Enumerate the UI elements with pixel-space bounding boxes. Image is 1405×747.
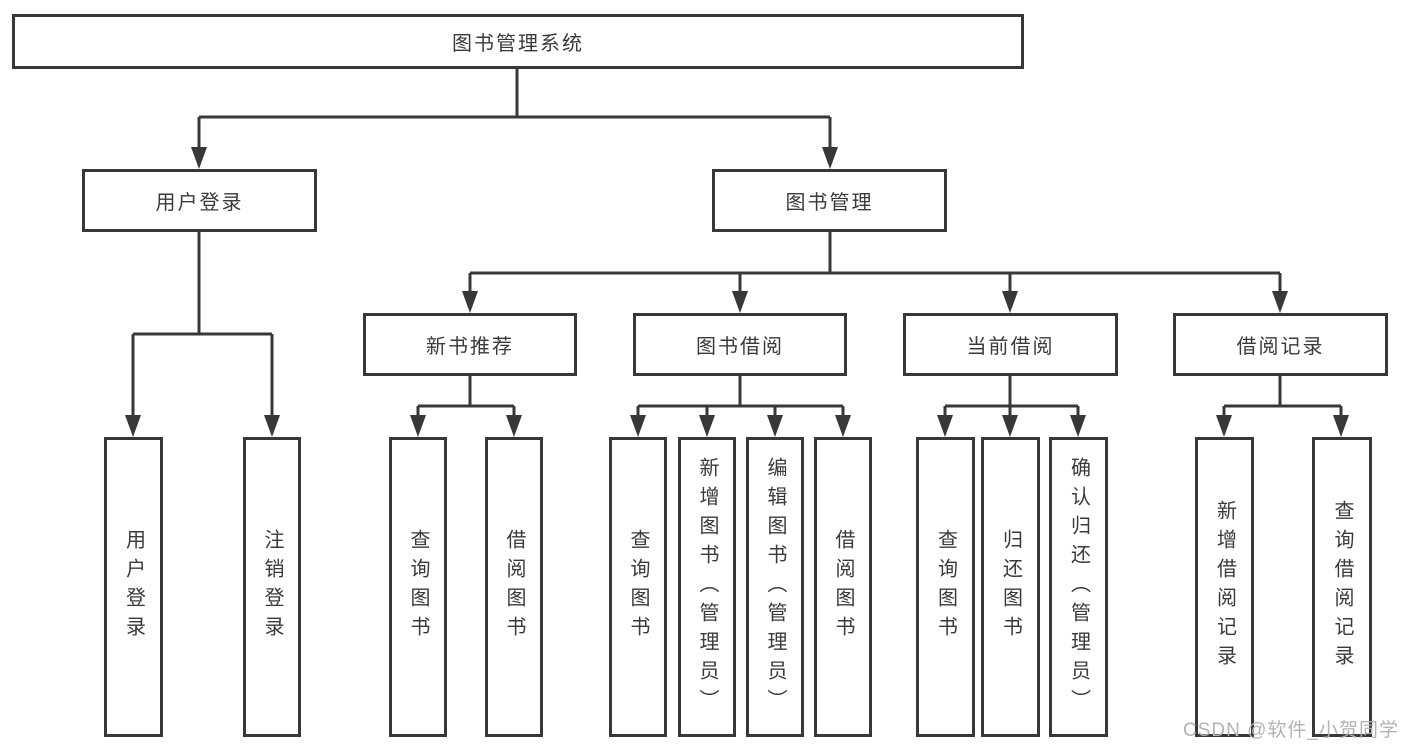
arrowhead <box>699 415 715 437</box>
arrowhead <box>125 415 141 437</box>
arrowhead <box>410 415 426 437</box>
node-system-root: 图书管理系统 <box>12 14 1024 69</box>
node-borrowing-records: 借阅记录 <box>1173 313 1388 376</box>
arrowhead <box>264 415 280 437</box>
node-new-book-recommendation: 新书推荐 <box>363 313 577 376</box>
leaf-add-book-admin: 新增图书（管理员） <box>678 437 736 737</box>
node-current-borrowing: 当前借阅 <box>903 313 1118 376</box>
arrowhead <box>1333 415 1349 437</box>
leaf-query-books-borrow: 查询图书 <box>609 437 667 737</box>
leaf-edit-book-admin: 编辑图书（管理员） <box>746 437 804 737</box>
leaf-return-book: 归还图书 <box>981 437 1040 737</box>
node-user-login: 用户登录 <box>82 169 317 232</box>
arrowhead <box>937 415 953 437</box>
leaf-logout: 注销登录 <box>243 437 301 737</box>
connector-current-borrow-children <box>937 376 1086 437</box>
arrowhead <box>822 147 838 169</box>
arrowhead <box>1002 415 1018 437</box>
arrowhead <box>835 415 851 437</box>
leaf-borrow-book: 借阅图书 <box>814 437 872 737</box>
leaf-user-login: 用户登录 <box>104 437 163 737</box>
connector-borrow-record-children <box>1216 376 1349 437</box>
leaf-query-books-current: 查询图书 <box>916 437 975 737</box>
arrowhead <box>1216 415 1232 437</box>
connector-book-mgmt-children <box>462 232 1288 313</box>
arrowhead <box>630 415 646 437</box>
connector-user-login-children <box>125 232 280 437</box>
leaf-borrow-book-recommend: 借阅图书 <box>485 437 543 737</box>
connector-new-book-children <box>410 376 522 437</box>
arrowhead <box>191 147 207 169</box>
arrowhead <box>1070 415 1086 437</box>
arrowhead <box>462 291 478 313</box>
arrowhead <box>1002 291 1018 313</box>
csdn-watermark: CSDN @软件_小贺同学 <box>1183 720 1399 741</box>
arrowhead <box>506 415 522 437</box>
node-book-management: 图书管理 <box>712 169 947 232</box>
connector-root-to-level1 <box>191 69 838 169</box>
arrowhead <box>767 415 783 437</box>
leaf-query-borrow-record: 查询借阅记录 <box>1312 437 1372 737</box>
connector-book-borrow-children <box>630 376 851 437</box>
leaf-query-books-recommend: 查询图书 <box>389 437 447 737</box>
leaf-confirm-return-admin: 确认归还（管理员） <box>1049 437 1108 737</box>
arrowhead <box>732 291 748 313</box>
arrowhead <box>1272 291 1288 313</box>
node-book-borrowing: 图书借阅 <box>633 313 847 376</box>
leaf-add-borrow-record: 新增借阅记录 <box>1195 437 1254 737</box>
